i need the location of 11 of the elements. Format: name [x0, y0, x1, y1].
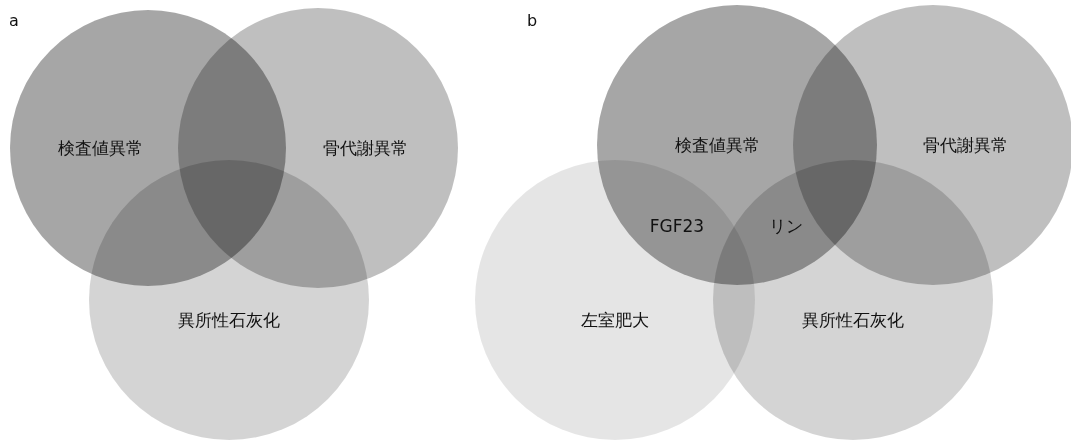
circle-label: 異所性石灰化	[802, 308, 904, 332]
circle-label: 検査値異常	[674, 133, 760, 157]
circle-label: 左室肥大	[581, 308, 649, 332]
overlap-label: FGF23	[649, 216, 705, 236]
overlap-label: リン	[769, 214, 803, 238]
panel-letter: b	[526, 10, 538, 30]
circle-label: 異所性石灰化	[178, 308, 280, 332]
circle-label: 骨代謝異常	[322, 136, 408, 160]
circle-label: 検査値異常	[57, 136, 143, 160]
circle-label: 骨代謝異常	[922, 133, 1008, 157]
panel-letter: a	[9, 10, 19, 30]
